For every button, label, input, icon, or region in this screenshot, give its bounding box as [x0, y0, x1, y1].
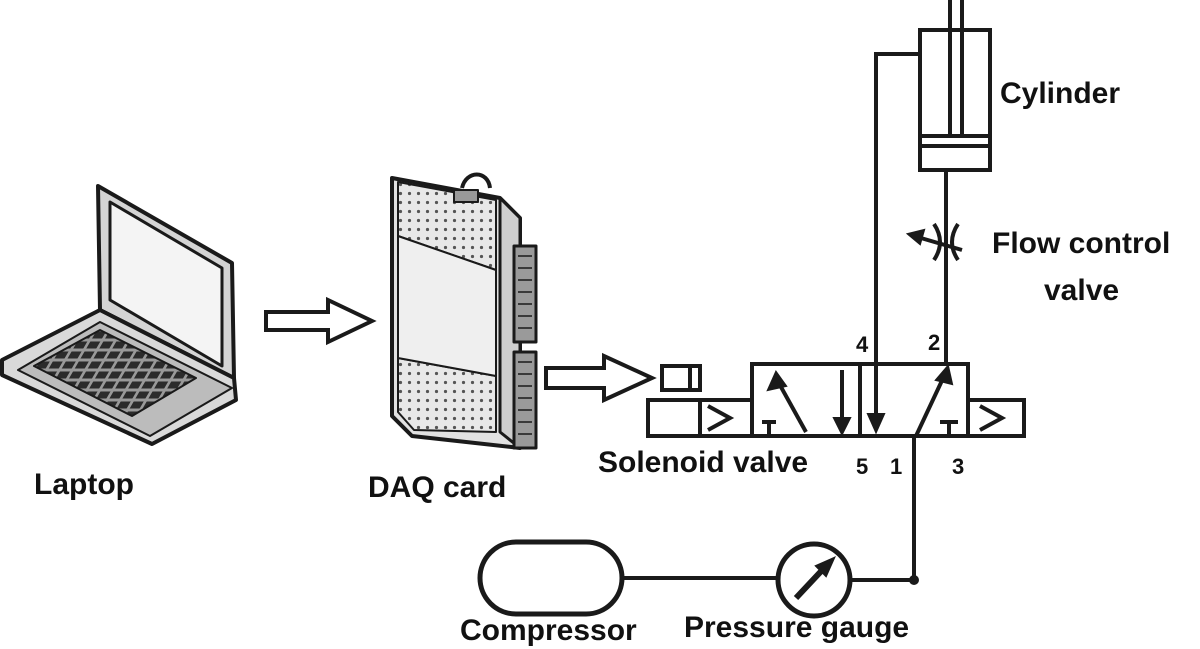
- port-2-label: 2: [928, 330, 940, 355]
- port-5-label: 5: [856, 454, 868, 479]
- compressor-symbol: [477, 539, 625, 617]
- pressure-gauge-label: Pressure gauge: [684, 611, 909, 644]
- daq-card-label: DAQ card: [368, 471, 506, 504]
- arrow-laptop-to-daq: [264, 296, 377, 346]
- pressure-gauge-symbol: [775, 541, 853, 619]
- arrow-daq-to-solenoid: [544, 352, 657, 404]
- pneumatic-lines: [622, 52, 948, 582]
- laptop-label: Laptop: [34, 468, 134, 501]
- flow-control-label-line2: valve: [1044, 274, 1119, 307]
- junction-dot: [909, 575, 919, 585]
- port-4-label: 4: [856, 332, 869, 357]
- solenoid-valve-symbol: [646, 362, 1026, 438]
- port-3-label: 3: [952, 454, 964, 479]
- port-1-label: 1: [890, 454, 902, 479]
- flow-control-label-line1: Flow control: [992, 227, 1170, 260]
- cylinder-symbol: [918, 0, 992, 172]
- daq-card-icon: [390, 172, 538, 450]
- laptop-icon: [0, 184, 238, 446]
- flow-control-valve-symbol: [905, 222, 963, 262]
- solenoid-valve-label: Solenoid valve: [598, 446, 808, 479]
- cylinder-label: Cylinder: [1000, 77, 1120, 110]
- compressor-label: Compressor: [460, 614, 637, 647]
